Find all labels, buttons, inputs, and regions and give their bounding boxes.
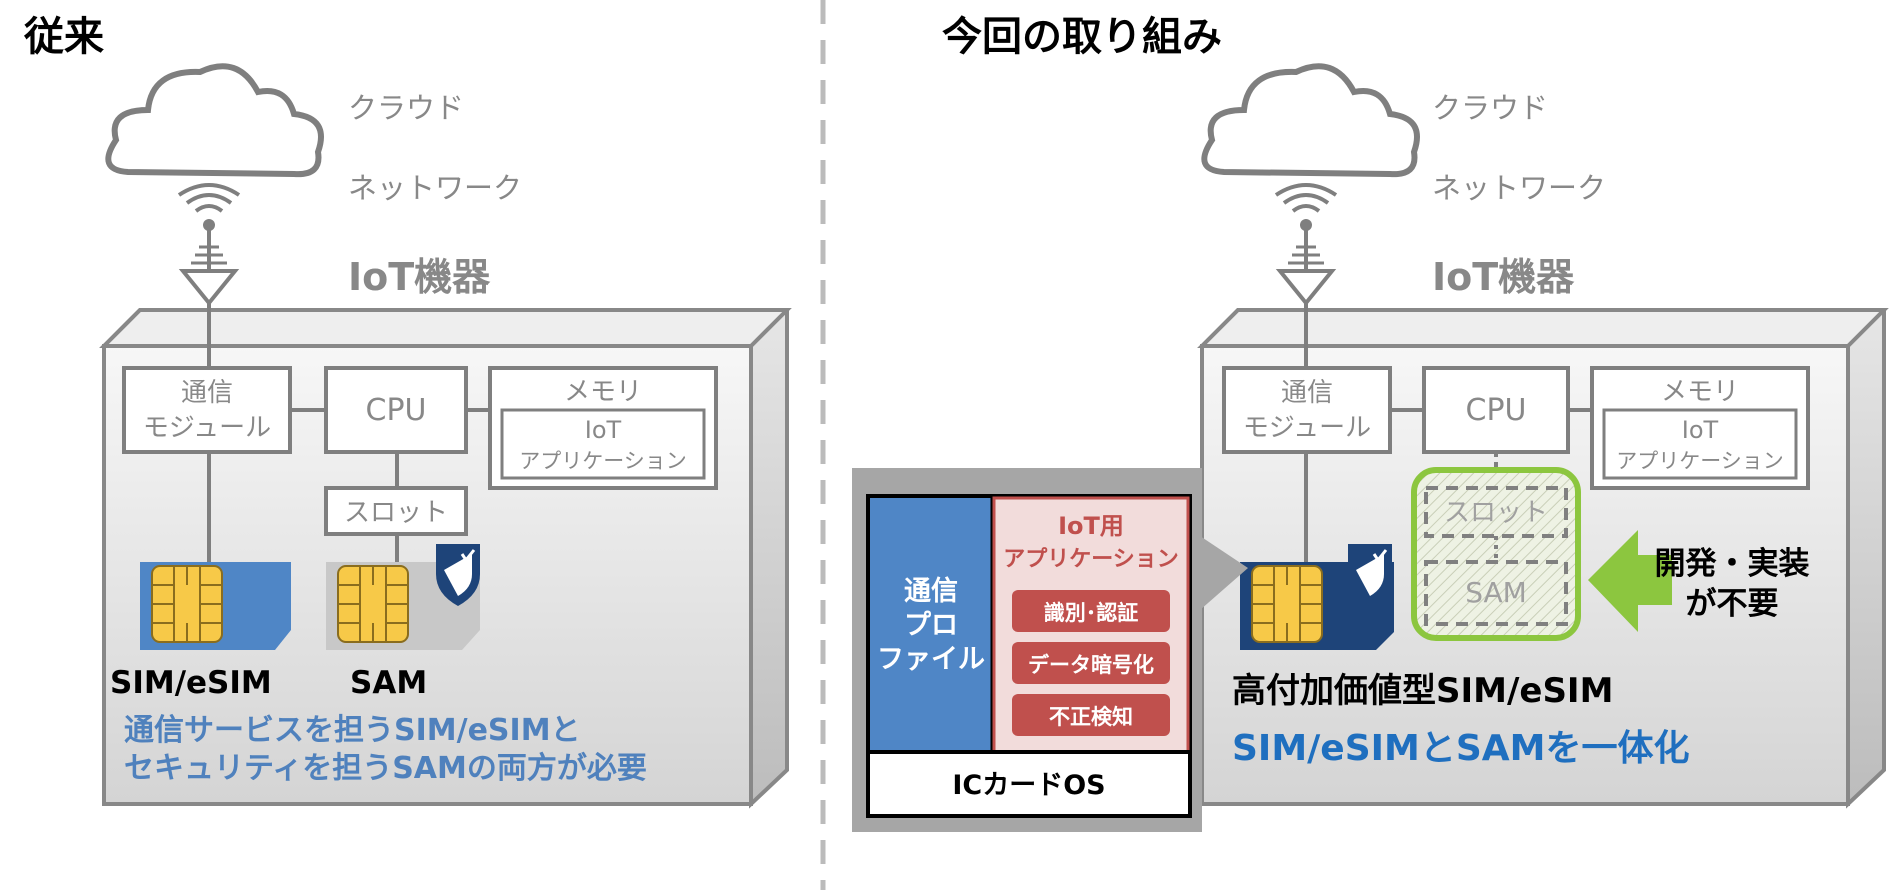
cloud-label: クラウド xyxy=(348,91,464,125)
iot-app-box xyxy=(500,408,706,480)
left-title: 従来 xyxy=(23,14,104,60)
function-fraud xyxy=(1012,694,1170,736)
sim-label: SIM/eSIM xyxy=(110,665,272,701)
antenna-icon xyxy=(177,183,241,305)
cloud-icon xyxy=(1204,66,1417,174)
memory-label: メモリ xyxy=(564,377,642,407)
function-encrypt-label: データ暗号化 xyxy=(1028,653,1154,677)
slot-label: スロット xyxy=(1444,498,1548,528)
integration-label: SIM/eSIMとSAMを一体化 xyxy=(1232,728,1689,769)
iot-app-label-2: アプリケーション xyxy=(519,449,687,473)
left-note-2: セキュリティを担うSAMの両方が必要 xyxy=(124,751,647,786)
slot-box xyxy=(324,486,468,536)
comm-profile-label-2: プロ xyxy=(904,610,958,641)
iot-app-box xyxy=(1602,408,1798,480)
iot-app-label-2: アプリケーション xyxy=(1616,449,1784,473)
network-label: ネットワーク xyxy=(1432,171,1606,205)
slot-box xyxy=(1424,486,1568,538)
antenna-icon xyxy=(1274,183,1338,305)
callout-pointer xyxy=(1200,536,1248,610)
cloud-label: クラウド xyxy=(1432,91,1548,125)
comm-module-label-2: モジュール xyxy=(143,413,271,443)
device-label: IoT機器 xyxy=(348,255,491,299)
cloud-icon xyxy=(108,66,321,174)
comm-module-box xyxy=(1222,366,1392,454)
slot-label: スロット xyxy=(344,498,448,528)
comm-module-box xyxy=(122,366,292,454)
comm-module-label-2: モジュール xyxy=(1243,413,1371,443)
sam-chip-icon xyxy=(337,565,409,643)
right-title: 今回の取り組み xyxy=(942,14,1222,60)
cpu-label: CPU xyxy=(366,393,427,428)
function-identify xyxy=(1012,590,1170,632)
arrow-icon xyxy=(1588,530,1672,632)
left-note-1: 通信サービスを担うSIM/eSIMと xyxy=(124,713,581,748)
sam-label: SAM xyxy=(350,665,427,701)
comm-profile-label-3: ファイル xyxy=(877,644,985,675)
iot-app-title-1: IoT用 xyxy=(1058,512,1124,540)
ic-os-label: ICカードOS xyxy=(952,770,1105,801)
function-fraud-label: 不正検知 xyxy=(1049,705,1133,729)
sam-label: SAM xyxy=(1465,576,1527,609)
cpu-label: CPU xyxy=(1466,393,1527,428)
cpu-box xyxy=(1422,366,1570,454)
right-panel: 今回の取り組み クラウド ネットワーク IoT機器 通信 モジュール CPU メ… xyxy=(852,14,1889,832)
comm-module-label-1: 通信 xyxy=(1281,378,1333,408)
function-identify-label: 識別･認証 xyxy=(1044,601,1139,625)
iot-app-label-1: IoT xyxy=(585,416,622,444)
network-label: ネットワーク xyxy=(348,171,522,205)
comm-profile-label-1: 通信 xyxy=(904,576,958,607)
comm-profile-block xyxy=(870,498,992,752)
iot-app-title-2: アプリケーション xyxy=(1003,547,1179,572)
product-label: 高付加価値型SIM/eSIM xyxy=(1232,671,1613,711)
function-encrypt xyxy=(1012,642,1170,684)
device-label: IoT機器 xyxy=(1432,255,1575,299)
cpu-box xyxy=(324,366,468,454)
left-panel: 従来 クラウド ネットワーク IoT機器 通信 モジュール CPU メモリ Io… xyxy=(23,14,792,809)
sam-dashed-box xyxy=(1424,560,1568,626)
memory-label: メモリ xyxy=(1661,377,1739,407)
comm-module-label-1: 通信 xyxy=(181,378,233,408)
device-box-top xyxy=(99,308,792,348)
iot-app-label-1: IoT xyxy=(1682,416,1719,444)
sim-chip-icon xyxy=(151,565,223,643)
not-needed-label-1: 開発・実装 xyxy=(1655,546,1810,582)
not-needed-label-2: が不要 xyxy=(1686,586,1779,622)
sim-chip-icon xyxy=(1251,565,1323,643)
